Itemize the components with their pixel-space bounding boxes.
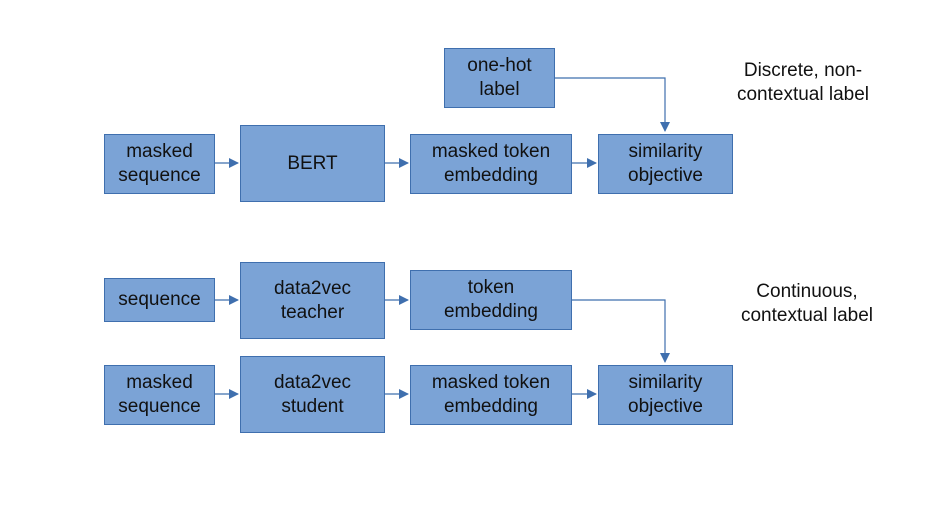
sequence-box: sequence xyxy=(104,278,215,322)
onehot-label-box: one-hot label xyxy=(444,48,555,108)
discrete-label-note: Discrete, non- contextual label xyxy=(736,60,870,105)
student-masked-sequence-box: masked sequence xyxy=(104,365,215,425)
bert-masked-token-embedding-box: masked token embedding xyxy=(410,134,572,194)
bert-masked-sequence-box: masked sequence xyxy=(104,134,215,194)
bert-box: BERT xyxy=(240,125,385,202)
token-embedding-box: token embedding xyxy=(410,270,572,330)
student-masked-token-embedding-box: masked token embedding xyxy=(410,365,572,425)
data2vec-student-box: data2vec student xyxy=(240,356,385,433)
data2vec-teacher-box: data2vec teacher xyxy=(240,262,385,339)
bert-similarity-objective-box: similarity objective xyxy=(598,134,733,194)
student-similarity-objective-box: similarity objective xyxy=(598,365,733,425)
arrow-onehot-to-similarity xyxy=(555,77,670,132)
continuous-label-note: Continuous, contextual label xyxy=(740,281,874,326)
arrow-token-embedding-to-similarity xyxy=(572,299,670,363)
